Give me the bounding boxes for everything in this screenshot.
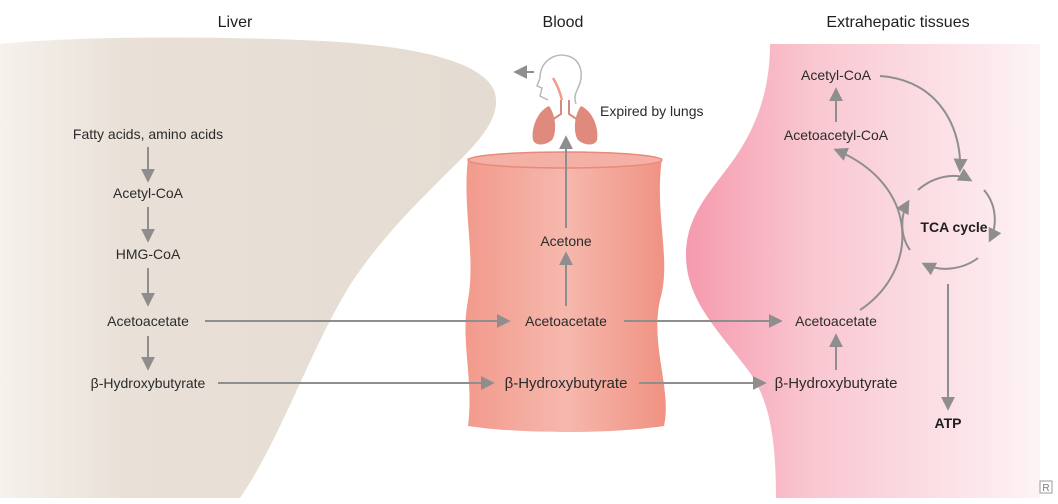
liver-fatty-acids: Fatty acids, amino acids [73, 126, 223, 142]
header-blood: Blood [543, 14, 584, 31]
blood-hydroxybutyrate: β-Hydroxybutyrate [505, 375, 628, 392]
tissue-hydroxybutyrate: β-Hydroxybutyrate [775, 375, 898, 392]
liver-shape [0, 37, 496, 498]
svg-text:R: R [1042, 483, 1049, 494]
blood-acetoacetate: Acetoacetate [525, 313, 607, 329]
blood-acetone: Acetone [540, 233, 592, 249]
person-head-icon [537, 55, 581, 104]
tca-cycle-label: TCA cycle [920, 219, 987, 235]
watermark-logo: R [1040, 481, 1052, 494]
liver-acetyl-coa: Acetyl-CoA [113, 185, 184, 201]
lungs-icon [533, 100, 598, 145]
header-extrahepatic-tissues: Extrahepatic tissues [826, 14, 969, 31]
tissue-acetoacetyl-coa: Acetoacetyl-CoA [784, 127, 889, 143]
atp-label: ATP [935, 415, 962, 431]
liver-hydroxybutyrate: β-Hydroxybutyrate [91, 375, 206, 391]
liver-hmg-coa: HMG-CoA [116, 246, 181, 262]
extrahepatic-tissue-shape [686, 44, 1040, 498]
tissue-acetoacetate: Acetoacetate [795, 313, 877, 329]
header-liver: Liver [218, 14, 253, 31]
liver-acetoacetate: Acetoacetate [107, 313, 189, 329]
tissue-acetyl-coa: Acetyl-CoA [801, 67, 872, 83]
expired-by-lungs-label: Expired by lungs [600, 103, 704, 119]
